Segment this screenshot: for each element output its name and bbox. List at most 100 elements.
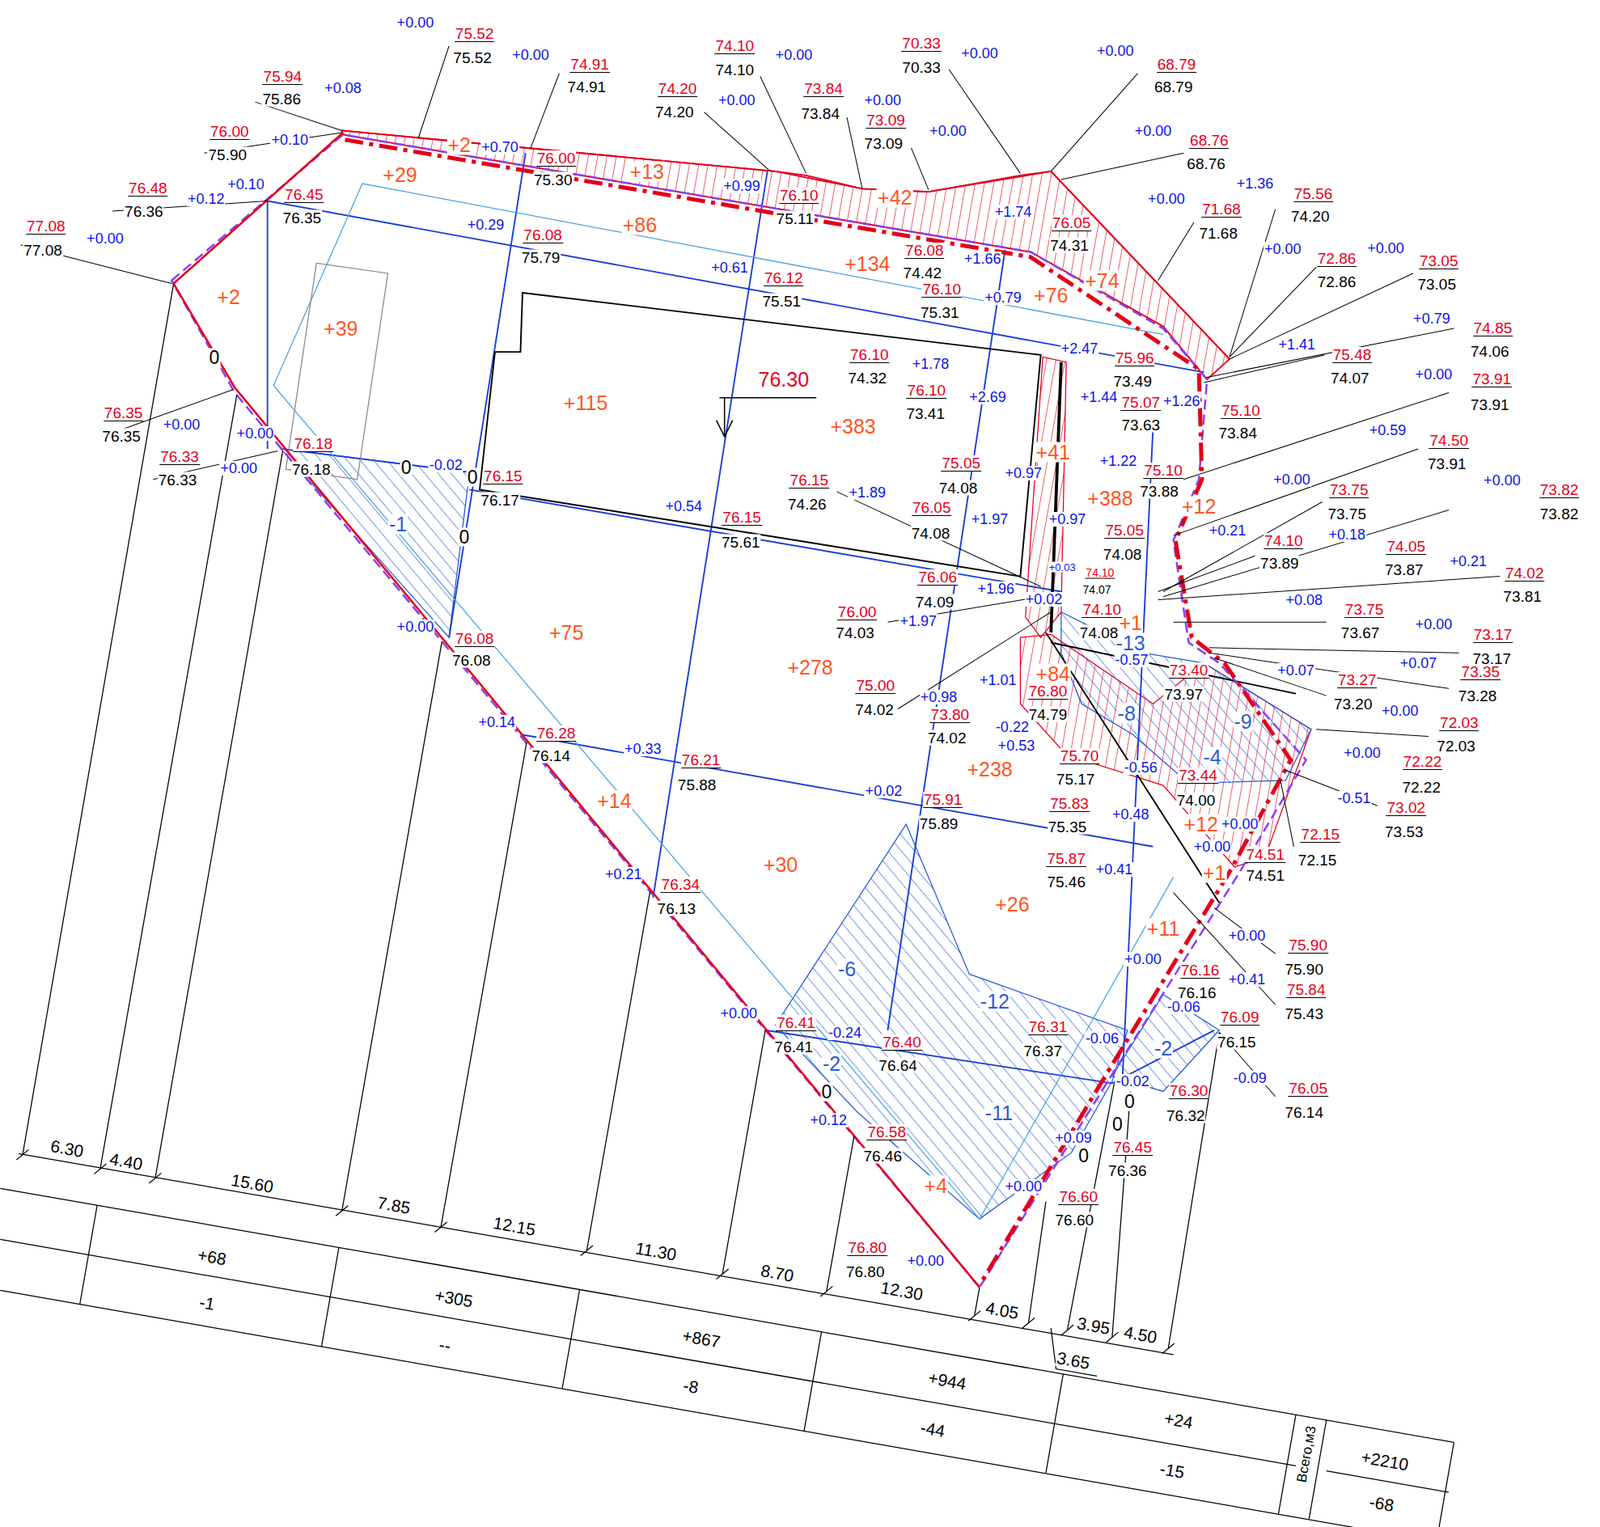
working-mark: +0.99 (722, 178, 762, 194)
drawing-part (1278, 1414, 1296, 1514)
existing-elevation: 75.79 (520, 249, 562, 265)
existing-elevation: 71.68 (1197, 224, 1239, 241)
zero-mark: 0 (1123, 1092, 1136, 1112)
drawing-part (652, 171, 767, 898)
design-elevation: 74.02 (1504, 565, 1545, 582)
existing-elevation: 73.82 (1539, 505, 1580, 521)
existing-elevation: 73.67 (1340, 625, 1381, 641)
design-elevation: 72.86 (1316, 250, 1358, 267)
existing-elevation: 76.35 (101, 427, 142, 444)
working-mark: +0.21 (1208, 523, 1248, 538)
drawing-part (0, 1290, 1439, 1527)
fill-volume: +84 (1035, 663, 1071, 684)
drawing-part (1436, 1442, 1454, 1527)
existing-elevation: 74.03 (834, 625, 876, 641)
working-mark: +0.59 (1368, 423, 1408, 438)
existing-elevation: 74.10 (715, 61, 756, 77)
design-elevation: 73.75 (1344, 601, 1385, 618)
working-mark: +0.00 (1482, 473, 1522, 488)
table-cell: +24 (1162, 1409, 1196, 1431)
design-elevation: 75.56 (1293, 186, 1334, 203)
zero-mark: 0 (466, 468, 479, 487)
zero-mark: 0 (207, 347, 221, 367)
design-elevation: 73.91 (1472, 371, 1513, 388)
working-mark: +0.79 (1412, 311, 1452, 326)
drawing-part (267, 200, 1205, 373)
design-elevation: 76.58 (866, 1124, 907, 1141)
existing-elevation: 74.20 (654, 103, 695, 119)
design-elevation: 75.70 (1059, 748, 1101, 765)
grid-lines (267, 152, 1215, 1084)
drawing-part (586, 891, 650, 1251)
design-elevation: 76.45 (1112, 1139, 1153, 1156)
drawing-part (1280, 780, 1294, 847)
zero-mark: 0 (400, 457, 413, 477)
working-mark: +0.48 (1111, 807, 1151, 822)
drawing-part (1025, 356, 1067, 638)
fill-volume: +134 (843, 253, 891, 274)
drawing-part (974, 1287, 980, 1317)
cut-zones (280, 448, 1312, 1220)
drawing-part (1163, 510, 1449, 597)
working-mark: +0.97 (1004, 465, 1044, 481)
working-mark: +1.66 (963, 251, 1003, 267)
existing-elevation: 73.20 (1333, 696, 1374, 712)
drawing-part (760, 76, 807, 174)
design-elevation: 73.44 (1177, 767, 1219, 784)
drawing-part (775, 824, 1128, 1220)
dimension: 3.95 (1075, 1314, 1113, 1338)
existing-elevation: 76.33 (157, 471, 199, 487)
table-cell: +68 (195, 1245, 229, 1268)
working-mark: +0.53 (997, 738, 1037, 754)
working-mark: -0.51 (1336, 791, 1372, 806)
design-elevation: 74.10 (1263, 533, 1304, 550)
working-mark: +1.78 (911, 356, 951, 372)
drawing-part (846, 117, 863, 189)
existing-elevation: 76.64 (877, 1058, 919, 1074)
drawing-part (342, 130, 1230, 380)
working-mark: +0.00 (1123, 952, 1163, 967)
existing-elevation: 75.35 (1047, 818, 1088, 834)
working-mark: +0.29 (466, 217, 506, 233)
dimension-lines (16, 283, 1220, 1377)
fill-volume: +14 (596, 791, 632, 812)
drawing-part (722, 1030, 766, 1275)
design-elevation: 76.10 (849, 347, 890, 364)
working-mark: +0.00 (1134, 123, 1173, 139)
working-mark: +0.00 (1096, 43, 1135, 59)
working-mark: +0.79 (983, 290, 1023, 305)
fill-volume: +2 (446, 135, 472, 156)
drawing-part (1326, 1471, 1449, 1493)
drawing-part (448, 152, 526, 638)
working-mark: -0.06 (1084, 1031, 1120, 1046)
existing-elevation: 74.31 (1049, 237, 1090, 253)
existing-elevation: 73.91 (1426, 455, 1468, 471)
drawing-part (804, 1332, 822, 1431)
existing-elevation: 76.46 (862, 1148, 903, 1165)
working-mark: +0.00 (717, 93, 757, 108)
design-elevation: 76.48 (127, 180, 169, 197)
cut-volume: -4 (1202, 747, 1222, 768)
working-mark: +0.21 (604, 867, 644, 882)
design-elevation: 76.09 (1219, 1009, 1261, 1026)
table-cell: -- (436, 1335, 453, 1355)
working-mark: +0.09 (1053, 1130, 1093, 1146)
working-mark: +0.00 (1004, 1179, 1044, 1194)
existing-elevation: 76.36 (1107, 1162, 1148, 1178)
design-elevation: 74.50 (1429, 432, 1470, 449)
drawing-part (1229, 273, 1414, 360)
drawing-part (887, 249, 1005, 1031)
working-mark: +0.02 (864, 783, 904, 799)
existing-elevation: 76.15 (1216, 1034, 1258, 1050)
table-cell: +2210 (1358, 1448, 1411, 1474)
design-elevation: 74.51 (1244, 846, 1286, 864)
dimension: 4.40 (107, 1150, 145, 1173)
existing-elevation: 76.18 (291, 461, 332, 478)
working-mark: +0.10 (270, 132, 310, 148)
design-elevation: 76.18 (293, 435, 335, 453)
drawing-part (1173, 622, 1327, 623)
drawing-part (1112, 994, 1220, 1093)
dimension: 12.15 (491, 1214, 538, 1239)
working-mark: +0.41 (1227, 972, 1267, 987)
working-mark: +0.00 (719, 1006, 759, 1021)
